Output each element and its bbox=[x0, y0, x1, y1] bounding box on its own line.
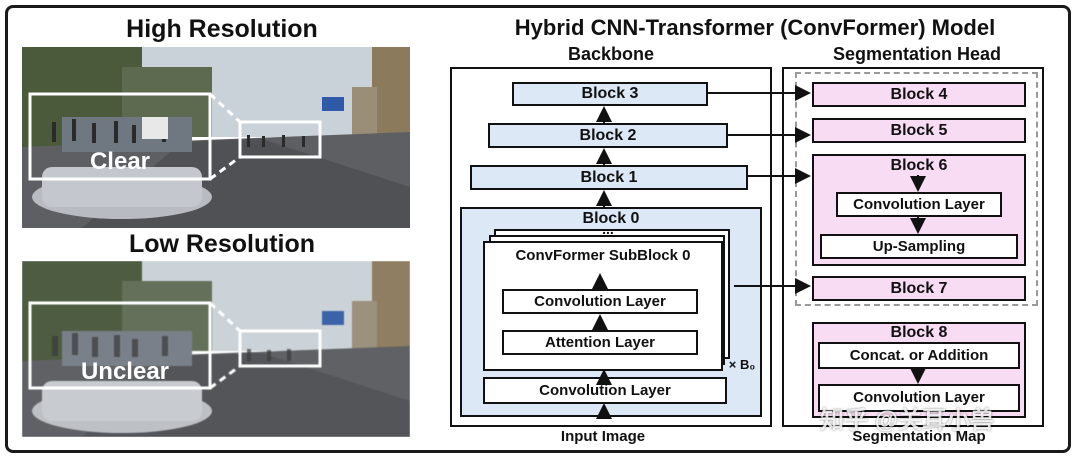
block-8-label: Block 8 bbox=[890, 324, 948, 341]
block-6-conv-layer: Convolution Layer bbox=[836, 192, 1002, 217]
segmentation-head-label: Segmentation Head bbox=[832, 44, 1002, 64]
figure-frame bbox=[5, 5, 1071, 453]
low-resolution-title: Low Resolution bbox=[128, 230, 316, 258]
block-6-label: Block 6 bbox=[890, 157, 948, 174]
high-resolution-image bbox=[22, 47, 410, 228]
high-resolution-title: High Resolution bbox=[126, 15, 318, 43]
zoom-box bbox=[28, 92, 212, 181]
block-8-conv-layer: Convolution Layer bbox=[818, 384, 1020, 412]
block-7: Block 7 bbox=[812, 276, 1026, 301]
clear-label: Clear bbox=[89, 148, 151, 175]
block-1: Block 1 bbox=[470, 165, 748, 190]
decoder-dashed-region bbox=[795, 72, 1038, 306]
block-0-label: Block 0 bbox=[582, 210, 640, 227]
subblock-ellipsis: ... bbox=[602, 221, 614, 237]
block-2: Block 2 bbox=[488, 123, 728, 148]
block-4: Block 4 bbox=[812, 82, 1026, 107]
block-3: Block 3 bbox=[512, 82, 708, 106]
backbone-label: Backbone bbox=[567, 44, 655, 64]
source-box-low bbox=[238, 329, 322, 368]
unclear-label: Unclear bbox=[80, 358, 170, 385]
source-box bbox=[238, 120, 322, 159]
input-image-label: Input Image bbox=[560, 428, 646, 445]
low-resolution-image bbox=[22, 261, 410, 437]
zoom-box-low bbox=[28, 301, 212, 390]
diagram-title: Hybrid CNN-Transformer (ConvFormer) Mode… bbox=[514, 15, 996, 40]
repeat-b0-label: × B₀ bbox=[728, 357, 756, 372]
subblock-attention-layer: Attention Layer bbox=[502, 330, 698, 355]
block-6-upsampling: Up-Sampling bbox=[820, 234, 1018, 259]
subblock-conv-layer: Convolution Layer bbox=[502, 289, 698, 314]
watermark: 知乎 @关耳小兽 bbox=[820, 407, 995, 434]
block-5: Block 5 bbox=[812, 118, 1026, 143]
subblock-label: ConvFormer SubBlock 0 bbox=[515, 247, 691, 264]
segmentation-map-label: Segmentation Map bbox=[852, 428, 986, 445]
